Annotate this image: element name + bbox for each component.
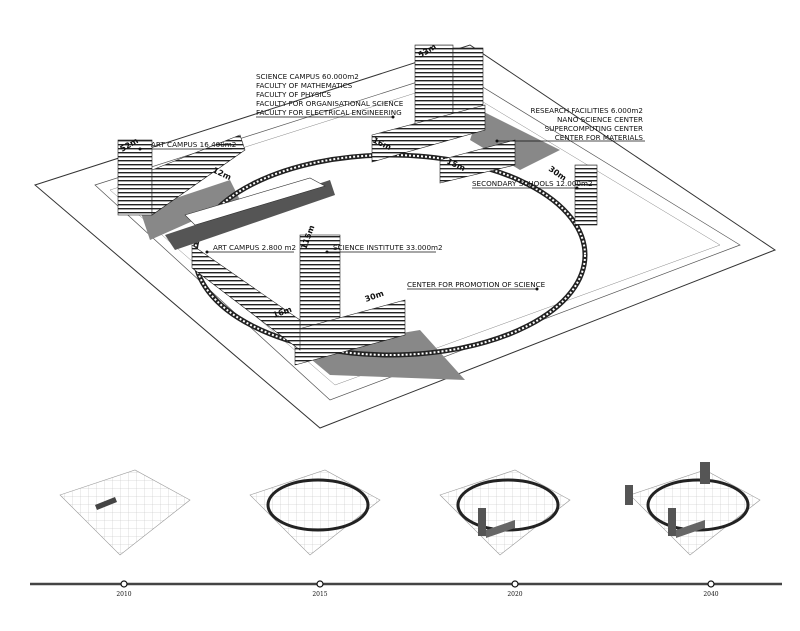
timeline-node-2015[interactable]: 2015 bbox=[312, 580, 328, 598]
year-label: 2020 bbox=[507, 591, 522, 598]
research-item: CENTER FOR MATERIALS bbox=[555, 133, 644, 142]
science-campus-item: FACULTY OF PHYSICS bbox=[256, 90, 332, 99]
promotion-center-label: CENTER FOR PROMOTION OF SCIENCE bbox=[407, 280, 546, 289]
year-label: 2040 bbox=[703, 591, 718, 598]
science-campus-item: FACULTY OF MATHEMATICS bbox=[256, 81, 353, 90]
research-item: NANO SCIENCE CENTER bbox=[557, 115, 643, 124]
art-campus-label: ART CAMPUS 16.400m2 bbox=[151, 140, 236, 149]
research-label: RESEARCH FACILITIES 6.000m2 bbox=[531, 106, 643, 115]
phase-thumb-2020 bbox=[439, 469, 571, 556]
phase-thumb-2010 bbox=[59, 469, 191, 556]
science-campus-item: FACULTY FOR ORGANISATIONAL SCIENCE bbox=[256, 99, 404, 108]
annotations: SCIENCE CAMPUS 60.000m2 FACULTY OF MATHE… bbox=[138, 72, 645, 291]
phase-thumb-2040 bbox=[625, 462, 761, 556]
art-campus-tower bbox=[117, 139, 153, 216]
year-label: 2010 bbox=[116, 591, 131, 598]
buildings bbox=[117, 44, 598, 366]
secondary-schools-label: SECONDARY SCHOOLS 12.000m2 bbox=[472, 179, 593, 188]
art-campus-2-label: ART CAMPUS 2.800 m2 bbox=[213, 243, 296, 252]
science-campus-item: FACULTY FOR ELECTRICAL ENGINEERING bbox=[256, 108, 402, 117]
timeline-node-2010[interactable]: 2010 bbox=[116, 580, 132, 598]
research-item: SUPERCOMPUTING CENTER bbox=[545, 124, 643, 133]
phase-thumb-2015 bbox=[249, 469, 381, 556]
science-campus-label: SCIENCE CAMPUS 60.000m2 bbox=[256, 72, 359, 81]
phase-thumbnails bbox=[59, 462, 761, 556]
site-plan bbox=[33, 44, 777, 429]
year-label: 2015 bbox=[312, 591, 327, 598]
science-institute-label: SCIENCE INSTITUTE 33.000m2 bbox=[333, 243, 443, 252]
timeline: 2010 2015 2020 2040 bbox=[30, 580, 782, 598]
timeline-node-2040[interactable]: 2040 bbox=[703, 580, 719, 598]
timeline-node-2020[interactable]: 2020 bbox=[507, 580, 523, 598]
